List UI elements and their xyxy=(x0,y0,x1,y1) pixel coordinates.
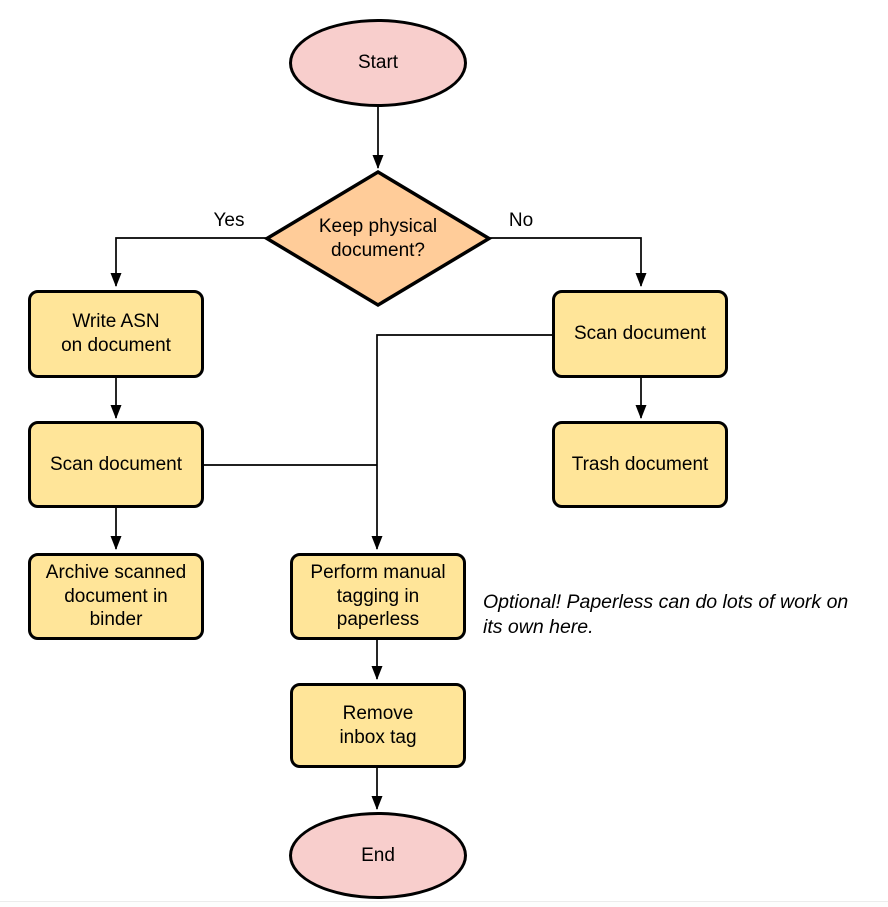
optional-note: Optional! Paperless can do lots of work … xyxy=(483,591,849,639)
end-node: End xyxy=(289,812,467,899)
start-label: Start xyxy=(357,52,399,74)
edge-decision-no-scan-document xyxy=(489,237,647,287)
process-scan-document-yes-branch: Scan document xyxy=(28,421,204,508)
edge-scan-no-manual-tagging xyxy=(371,334,552,550)
page-bottom-divider xyxy=(0,901,888,907)
edge-label-yes: Yes xyxy=(213,210,245,231)
process-remove-inbox-tag: Remove inbox tag xyxy=(290,683,466,768)
edge-label-no: No xyxy=(508,210,534,231)
process-write-asn: Write ASN on document xyxy=(28,290,204,378)
decision-diamond-shape xyxy=(263,169,493,308)
start-node: Start xyxy=(289,19,467,107)
process-scan-document-no-branch: Scan document xyxy=(552,290,728,378)
process-trash-document: Trash document xyxy=(552,421,728,508)
process-manual-tagging: Perform manual tagging in paperless xyxy=(290,553,466,640)
decision-node-label: Keep physical document? xyxy=(318,215,438,261)
process-archive-binder: Archive scanned document in binder xyxy=(28,553,204,640)
end-label: End xyxy=(361,844,395,866)
edge-decision-yes-write-asn xyxy=(110,237,267,287)
